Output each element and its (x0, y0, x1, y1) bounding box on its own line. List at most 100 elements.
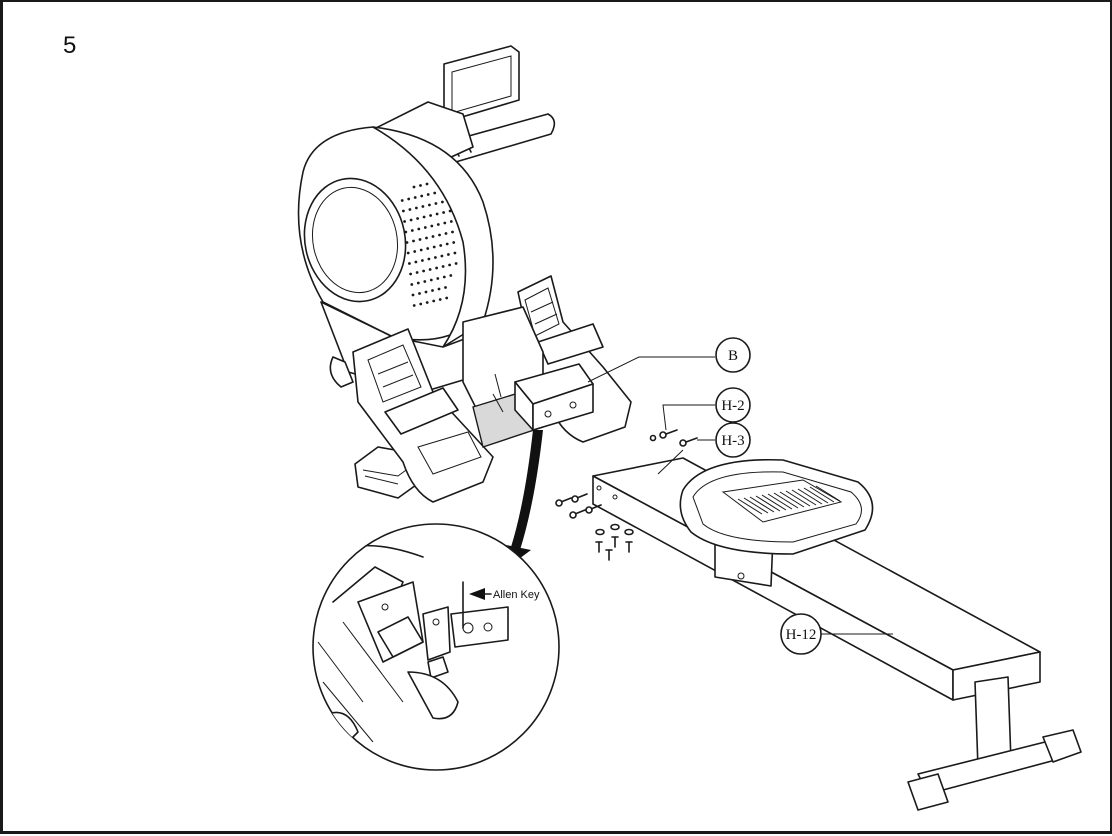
vent-hole (416, 281, 420, 285)
vent-hole (454, 262, 458, 265)
step-number: 5 (63, 32, 77, 59)
vent-hole (444, 286, 447, 289)
vent-hole (407, 197, 411, 201)
vent-hole (449, 274, 453, 277)
callout-h12: H-12 (780, 613, 893, 655)
vent-hole (439, 244, 443, 247)
vent-hole (413, 250, 417, 253)
vent-hole (419, 248, 423, 252)
seat-groove (761, 494, 787, 511)
seat-groove (785, 490, 811, 507)
vent-hole (437, 287, 441, 291)
seat-groove (737, 498, 763, 515)
right-foot-pedal (517, 275, 632, 443)
rower-main-unit (297, 45, 632, 503)
seat-groove (743, 497, 769, 514)
seat-groove (755, 495, 781, 512)
hardware-bottom-bolts (595, 523, 634, 561)
vent-hole (424, 290, 428, 294)
vent-hole (453, 251, 457, 255)
callout-h3: H-3 (657, 422, 751, 475)
vent-hole (426, 193, 430, 196)
vent-hole (425, 182, 429, 186)
seat-groove (773, 492, 799, 509)
seat-groove (797, 488, 823, 505)
vent-hole (421, 259, 424, 262)
vent-hole (441, 265, 445, 268)
vent-hole (418, 238, 422, 241)
seat-groove (791, 489, 817, 506)
assembly-drawing: B H-2 H-3 H-12 (297, 45, 1082, 811)
seat-groove (803, 487, 829, 504)
vent-hole (438, 298, 442, 301)
svg-text:H-12: H-12 (786, 627, 817, 643)
seat (679, 458, 874, 587)
vent-hole (444, 232, 448, 235)
vent-hole (415, 271, 419, 274)
vent-hole (413, 196, 417, 199)
vent-hole (410, 283, 414, 286)
vent-hole (412, 304, 416, 307)
vent-hole (429, 214, 432, 217)
vent-hole (415, 206, 418, 210)
vent-hole (440, 254, 444, 258)
vent-hole (429, 278, 433, 282)
vent-hole (404, 230, 408, 234)
vent-hole (409, 218, 413, 222)
svg-text:H-2: H-2 (721, 398, 744, 414)
vent-hole (418, 292, 421, 295)
vent-hole (416, 217, 419, 220)
vent-hole (442, 275, 446, 279)
vent-hole (431, 289, 434, 292)
vent-hole (435, 212, 439, 216)
vent-hole (425, 236, 428, 240)
vent-hole (445, 296, 449, 300)
detail-inset: Allen Key (312, 523, 560, 771)
vent-hole (436, 277, 440, 280)
allen-key-note: Allen Key (493, 589, 540, 601)
vent-hole (428, 268, 432, 271)
vent-hole (452, 241, 456, 244)
vent-hole (423, 280, 427, 283)
seat-groove (767, 493, 793, 510)
vent-hole (422, 215, 426, 219)
vent-hole (417, 227, 421, 231)
vent-hole (427, 257, 431, 261)
vent-holes (400, 182, 458, 307)
seat-grip-lines (737, 485, 841, 515)
vent-hole (421, 205, 425, 208)
seat-groove (815, 485, 841, 502)
vent-hole (443, 221, 447, 225)
vent-hole (434, 256, 437, 259)
hardware-side-bolts (555, 493, 602, 519)
vent-hole (426, 247, 430, 250)
vent-hole (403, 220, 406, 223)
vent-hole (431, 235, 435, 238)
vent-hole (447, 253, 450, 256)
vent-hole (422, 269, 425, 273)
vent-hole (410, 229, 414, 232)
vent-hole (432, 299, 436, 303)
vent-hole (400, 199, 404, 202)
vent-hole (435, 266, 438, 270)
seat-groove (749, 496, 775, 513)
seat-groove (809, 486, 835, 503)
vent-hole (409, 272, 412, 276)
rear-stabilizer (907, 676, 1082, 811)
vent-hole (432, 245, 436, 249)
vent-hole (448, 263, 451, 267)
svg-text:H-3: H-3 (721, 433, 744, 449)
vent-hole (423, 226, 427, 229)
vent-hole (408, 208, 412, 211)
vent-hole (442, 211, 445, 214)
vent-hole (412, 239, 415, 243)
vent-hole (411, 293, 415, 297)
mounting-bracket-b (492, 363, 594, 431)
vent-hole (419, 184, 422, 187)
vent-hole (433, 191, 437, 195)
vent-hole (441, 200, 444, 204)
vent-hole (412, 185, 416, 189)
svg-text:B: B (728, 348, 738, 364)
vent-hole (428, 203, 431, 207)
